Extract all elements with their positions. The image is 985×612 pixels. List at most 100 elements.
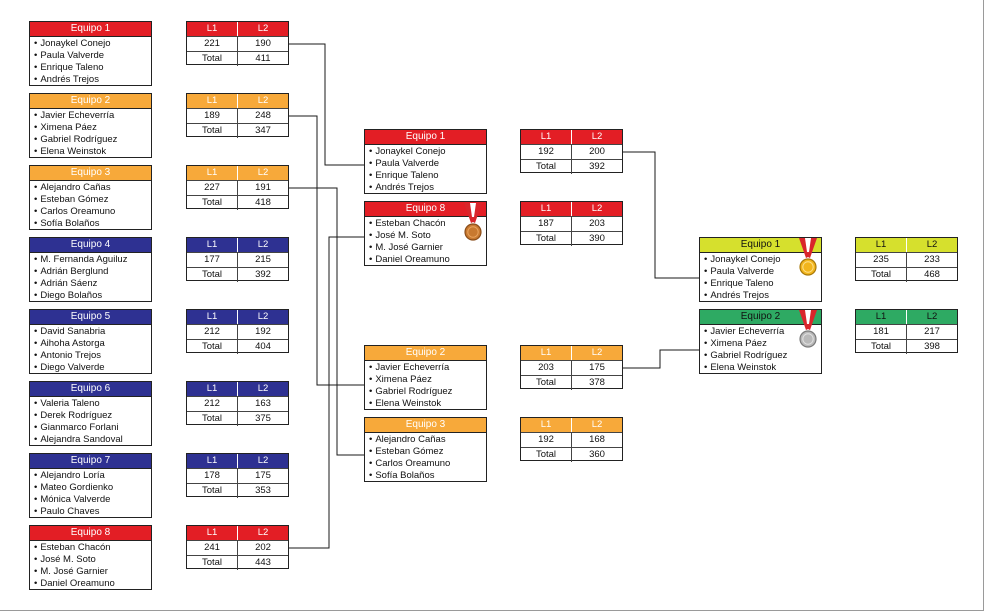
member: Javier Echeverría xyxy=(34,110,151,122)
member: Elena Weinstok xyxy=(34,146,151,158)
score-header: L1 L2 xyxy=(187,238,288,253)
l2-label: L2 xyxy=(257,23,269,34)
total-value: 378 xyxy=(589,377,605,388)
l2-value: 168 xyxy=(589,434,605,445)
l1-value: 181 xyxy=(856,325,907,339)
member: Enrique Taleno xyxy=(369,170,486,182)
l2-value: 215 xyxy=(255,254,271,265)
score-values: 177 215 xyxy=(187,253,288,268)
member: Javier Echeverría xyxy=(704,326,821,338)
l2-label: L2 xyxy=(257,527,269,538)
member-list: Valeria Taleno Derek Rodríguez Gianmarco… xyxy=(30,397,151,446)
team-title: Equipo 5 xyxy=(30,310,151,325)
member: Valeria Taleno xyxy=(34,398,151,410)
member-list: Javier Echeverría Ximena Páez Gabriel Ro… xyxy=(365,361,486,410)
l2-value: 248 xyxy=(255,110,271,121)
total-value: 404 xyxy=(255,341,271,352)
member: Aihoha Astorga xyxy=(34,338,151,350)
member: David Sanabria xyxy=(34,326,151,338)
member: Jonaykel Conejo xyxy=(34,38,151,50)
team-card-r1-8: Equipo 8 Esteban Chacón José M. Soto M. … xyxy=(29,525,152,590)
total-value: 375 xyxy=(255,413,271,424)
member: José M. Soto xyxy=(34,554,151,566)
member: M. José Garnier xyxy=(34,566,151,578)
member: Adrián Sáenz xyxy=(34,278,151,290)
l1-value: 192 xyxy=(521,433,572,447)
total-label: Total xyxy=(187,556,238,570)
team-card-r2-3: Equipo 2 Javier Echeverría Ximena Páez G… xyxy=(364,345,487,410)
gold-medal-icon xyxy=(799,238,817,276)
member: Sofía Bolaños xyxy=(34,218,151,230)
l2-label: L2 xyxy=(257,239,269,250)
member: Gabriel Rodríguez xyxy=(369,386,486,398)
member: Paulo Chaves xyxy=(34,506,151,518)
member: Gabriel Rodríguez xyxy=(34,134,151,146)
l1-value: 177 xyxy=(187,253,238,267)
total-value: 392 xyxy=(255,269,271,280)
total-value: 411 xyxy=(255,53,271,64)
member: Derek Rodríguez xyxy=(34,410,151,422)
team-title: Equipo 1 xyxy=(700,238,821,253)
bronze-medal-icon xyxy=(464,203,482,241)
l1-label: L1 xyxy=(521,202,572,216)
member: Jonaykel Conejo xyxy=(704,254,821,266)
l1-label: L1 xyxy=(187,238,238,252)
l1-value: 221 xyxy=(187,37,238,51)
l2-label: L2 xyxy=(926,311,938,322)
member-list: Esteban Chacón José M. Soto M. José Garn… xyxy=(365,217,486,266)
connector-line xyxy=(622,151,699,279)
connector-line xyxy=(289,43,364,166)
member: Esteban Gómez xyxy=(369,446,486,458)
team-card-r2-1: Equipo 1 Jonaykel Conejo Paula Valverde … xyxy=(364,129,487,194)
total-label: Total xyxy=(187,52,238,66)
l1-value: 212 xyxy=(187,325,238,339)
total-value: 353 xyxy=(255,485,271,496)
l2-value: 191 xyxy=(255,182,271,193)
member-list: Javier Echeverría Ximena Páez Gabriel Ro… xyxy=(700,325,821,374)
member: Esteban Chacón xyxy=(34,542,151,554)
l2-label: L2 xyxy=(257,311,269,322)
total-value: 418 xyxy=(255,197,271,208)
member: Ximena Páez xyxy=(704,338,821,350)
total-label: Total xyxy=(187,340,238,354)
total-value: 468 xyxy=(924,269,940,280)
total-label: Total xyxy=(856,268,907,282)
member: Gabriel Rodríguez xyxy=(704,350,821,362)
member: Alejandro Cañas xyxy=(34,182,151,194)
score-total: Total 468 xyxy=(856,268,957,282)
team-card-r1-7: Equipo 7 Alejandro Loría Mateo Gordienko… xyxy=(29,453,152,518)
member: Mónica Valverde xyxy=(34,494,151,506)
l2-label: L2 xyxy=(591,419,603,430)
member: Diego Bolaños xyxy=(34,290,151,302)
score-total: Total 411 xyxy=(187,52,288,66)
member: Jonaykel Conejo xyxy=(369,146,486,158)
total-label: Total xyxy=(187,412,238,426)
member: Esteban Gómez xyxy=(34,194,151,206)
team-card-r1-2: Equipo 2 Javier Echeverría Ximena Páez G… xyxy=(29,93,152,158)
l1-value: 192 xyxy=(521,145,572,159)
team-title: Equipo 2 xyxy=(30,94,151,109)
connector-line xyxy=(289,115,364,386)
member: Daniel Oreamuno xyxy=(34,578,151,590)
member-list: Jonaykel Conejo Paula Valverde Enrique T… xyxy=(700,253,821,302)
l2-label: L2 xyxy=(257,167,269,178)
